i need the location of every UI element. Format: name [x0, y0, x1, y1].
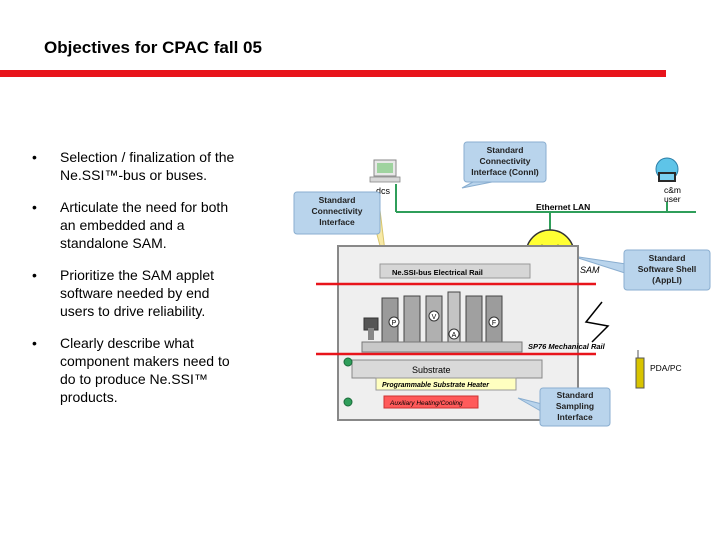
- callout-appli-line1: Standard: [649, 253, 686, 263]
- bullet-item: • Selection / finalization of the Ne.SSI…: [30, 148, 270, 184]
- component-group: P V A F: [363, 291, 503, 343]
- callout-conni-line3: Interface (ConnI): [471, 167, 539, 177]
- slide-title: Objectives for CPAC fall 05: [44, 38, 262, 57]
- bullet-text-line: do to produce Ne.SSI™: [60, 371, 208, 387]
- letter-badge-v: [428, 310, 440, 322]
- letter-p: P: [392, 320, 397, 327]
- mech-rail-label: SP76 Mechanical Rail: [528, 342, 606, 351]
- letter-a: A: [452, 332, 457, 339]
- objectives-list: • Selection / finalization of the Ne.SSI…: [30, 148, 270, 420]
- wireless-link-icon: [584, 301, 610, 343]
- letter-v: V: [432, 314, 437, 321]
- bullet-text-line: products.: [60, 389, 118, 405]
- title-underline: [0, 70, 666, 77]
- aux-label: Auxiliary Heating/Cooling: [389, 400, 463, 407]
- component-v-left-icon: [403, 295, 421, 343]
- dcs-label: dcs: [376, 186, 391, 196]
- callout-conni: Standard Connectivity Interface (ConnI): [461, 141, 547, 189]
- bullet-text-line: component makers need to: [60, 353, 230, 369]
- bullet-text-line: Articulate the need for both: [60, 199, 229, 215]
- bullet-text-line: Prioritize the SAM applet: [60, 267, 215, 283]
- callout-conni-line1: Standard: [487, 145, 524, 155]
- bullet-item: • Clearly describe what component makers…: [30, 334, 270, 406]
- letter-badge-p: [388, 316, 400, 328]
- dcs-computer-icon: [369, 159, 401, 183]
- callout-appli-line3: (AppLI): [652, 275, 682, 285]
- bus-rail-label: Ne.SSI-bus Electrical Rail: [392, 268, 483, 277]
- bullet-text-line: standalone SAM.: [60, 235, 167, 251]
- bullet-text-line: Selection / finalization of the: [60, 149, 235, 165]
- ethernet-label: Ethernet LAN: [536, 202, 590, 212]
- pda-label: PDA/PC: [650, 363, 682, 373]
- substrate-label: Substrate: [412, 365, 451, 375]
- bullet-item: • Articulate the need for both an embedd…: [30, 198, 270, 252]
- callout-sampling-line1: Standard: [557, 390, 594, 400]
- bullet-dot: •: [32, 199, 37, 215]
- heater-label: Programmable Substrate Heater: [382, 382, 490, 389]
- aux-block: [383, 395, 479, 409]
- bullet-dot: •: [32, 335, 37, 351]
- architecture-diagram: dcs c&m user Ethernet LAN Standard Conne…: [293, 141, 711, 427]
- user-label-line2: user: [664, 194, 681, 204]
- bullet-text-line: an embedded and a: [60, 217, 185, 233]
- valve-stem-icon: [368, 328, 374, 340]
- callout-connectivity-left: Standard Connectivity Interface: [293, 191, 389, 277]
- callout-left-line1: Standard: [319, 195, 356, 205]
- letter-badge-a: [448, 328, 460, 340]
- bullet-text-line: Clearly describe what: [60, 335, 194, 351]
- sam-label: SAM: [580, 265, 600, 275]
- bullet-text-line: Ne.SSI™-bus or buses.: [60, 167, 208, 183]
- port-upper-icon: [343, 357, 353, 367]
- port-lower-icon: [343, 397, 353, 407]
- mechanical-rail: [361, 341, 523, 353]
- component-f-left-icon: [465, 295, 483, 343]
- callout-sampling-line3: Interface: [557, 412, 593, 422]
- callout-sampling-line2: Sampling: [556, 401, 594, 411]
- letter-badge-f: [488, 316, 500, 328]
- callout-left-line2: Connectivity: [311, 206, 362, 216]
- electrical-rail: [379, 263, 531, 279]
- callout-conni-line2: Connectivity: [479, 156, 530, 166]
- bullet-dot: •: [32, 267, 37, 283]
- bullet-text-line: software needed by end: [60, 285, 210, 301]
- callout-appli-line2: Software Shell: [638, 264, 697, 274]
- letter-f: F: [492, 320, 496, 327]
- bullet-item: • Prioritize the SAM applet software nee…: [30, 266, 270, 320]
- user-label-line1: c&m: [664, 185, 681, 195]
- bullet-text-line: users to drive reliability.: [60, 303, 206, 319]
- callout-appli: Standard Software Shell (AppLI): [571, 249, 711, 291]
- callout-left-line3: Interface: [319, 217, 355, 227]
- bullet-dot: •: [32, 149, 37, 165]
- heater-block: [375, 377, 517, 391]
- pda-icon: [635, 357, 645, 389]
- user-globe-icon: [655, 157, 679, 182]
- callout-sampling: Standard Sampling Interface: [517, 387, 611, 427]
